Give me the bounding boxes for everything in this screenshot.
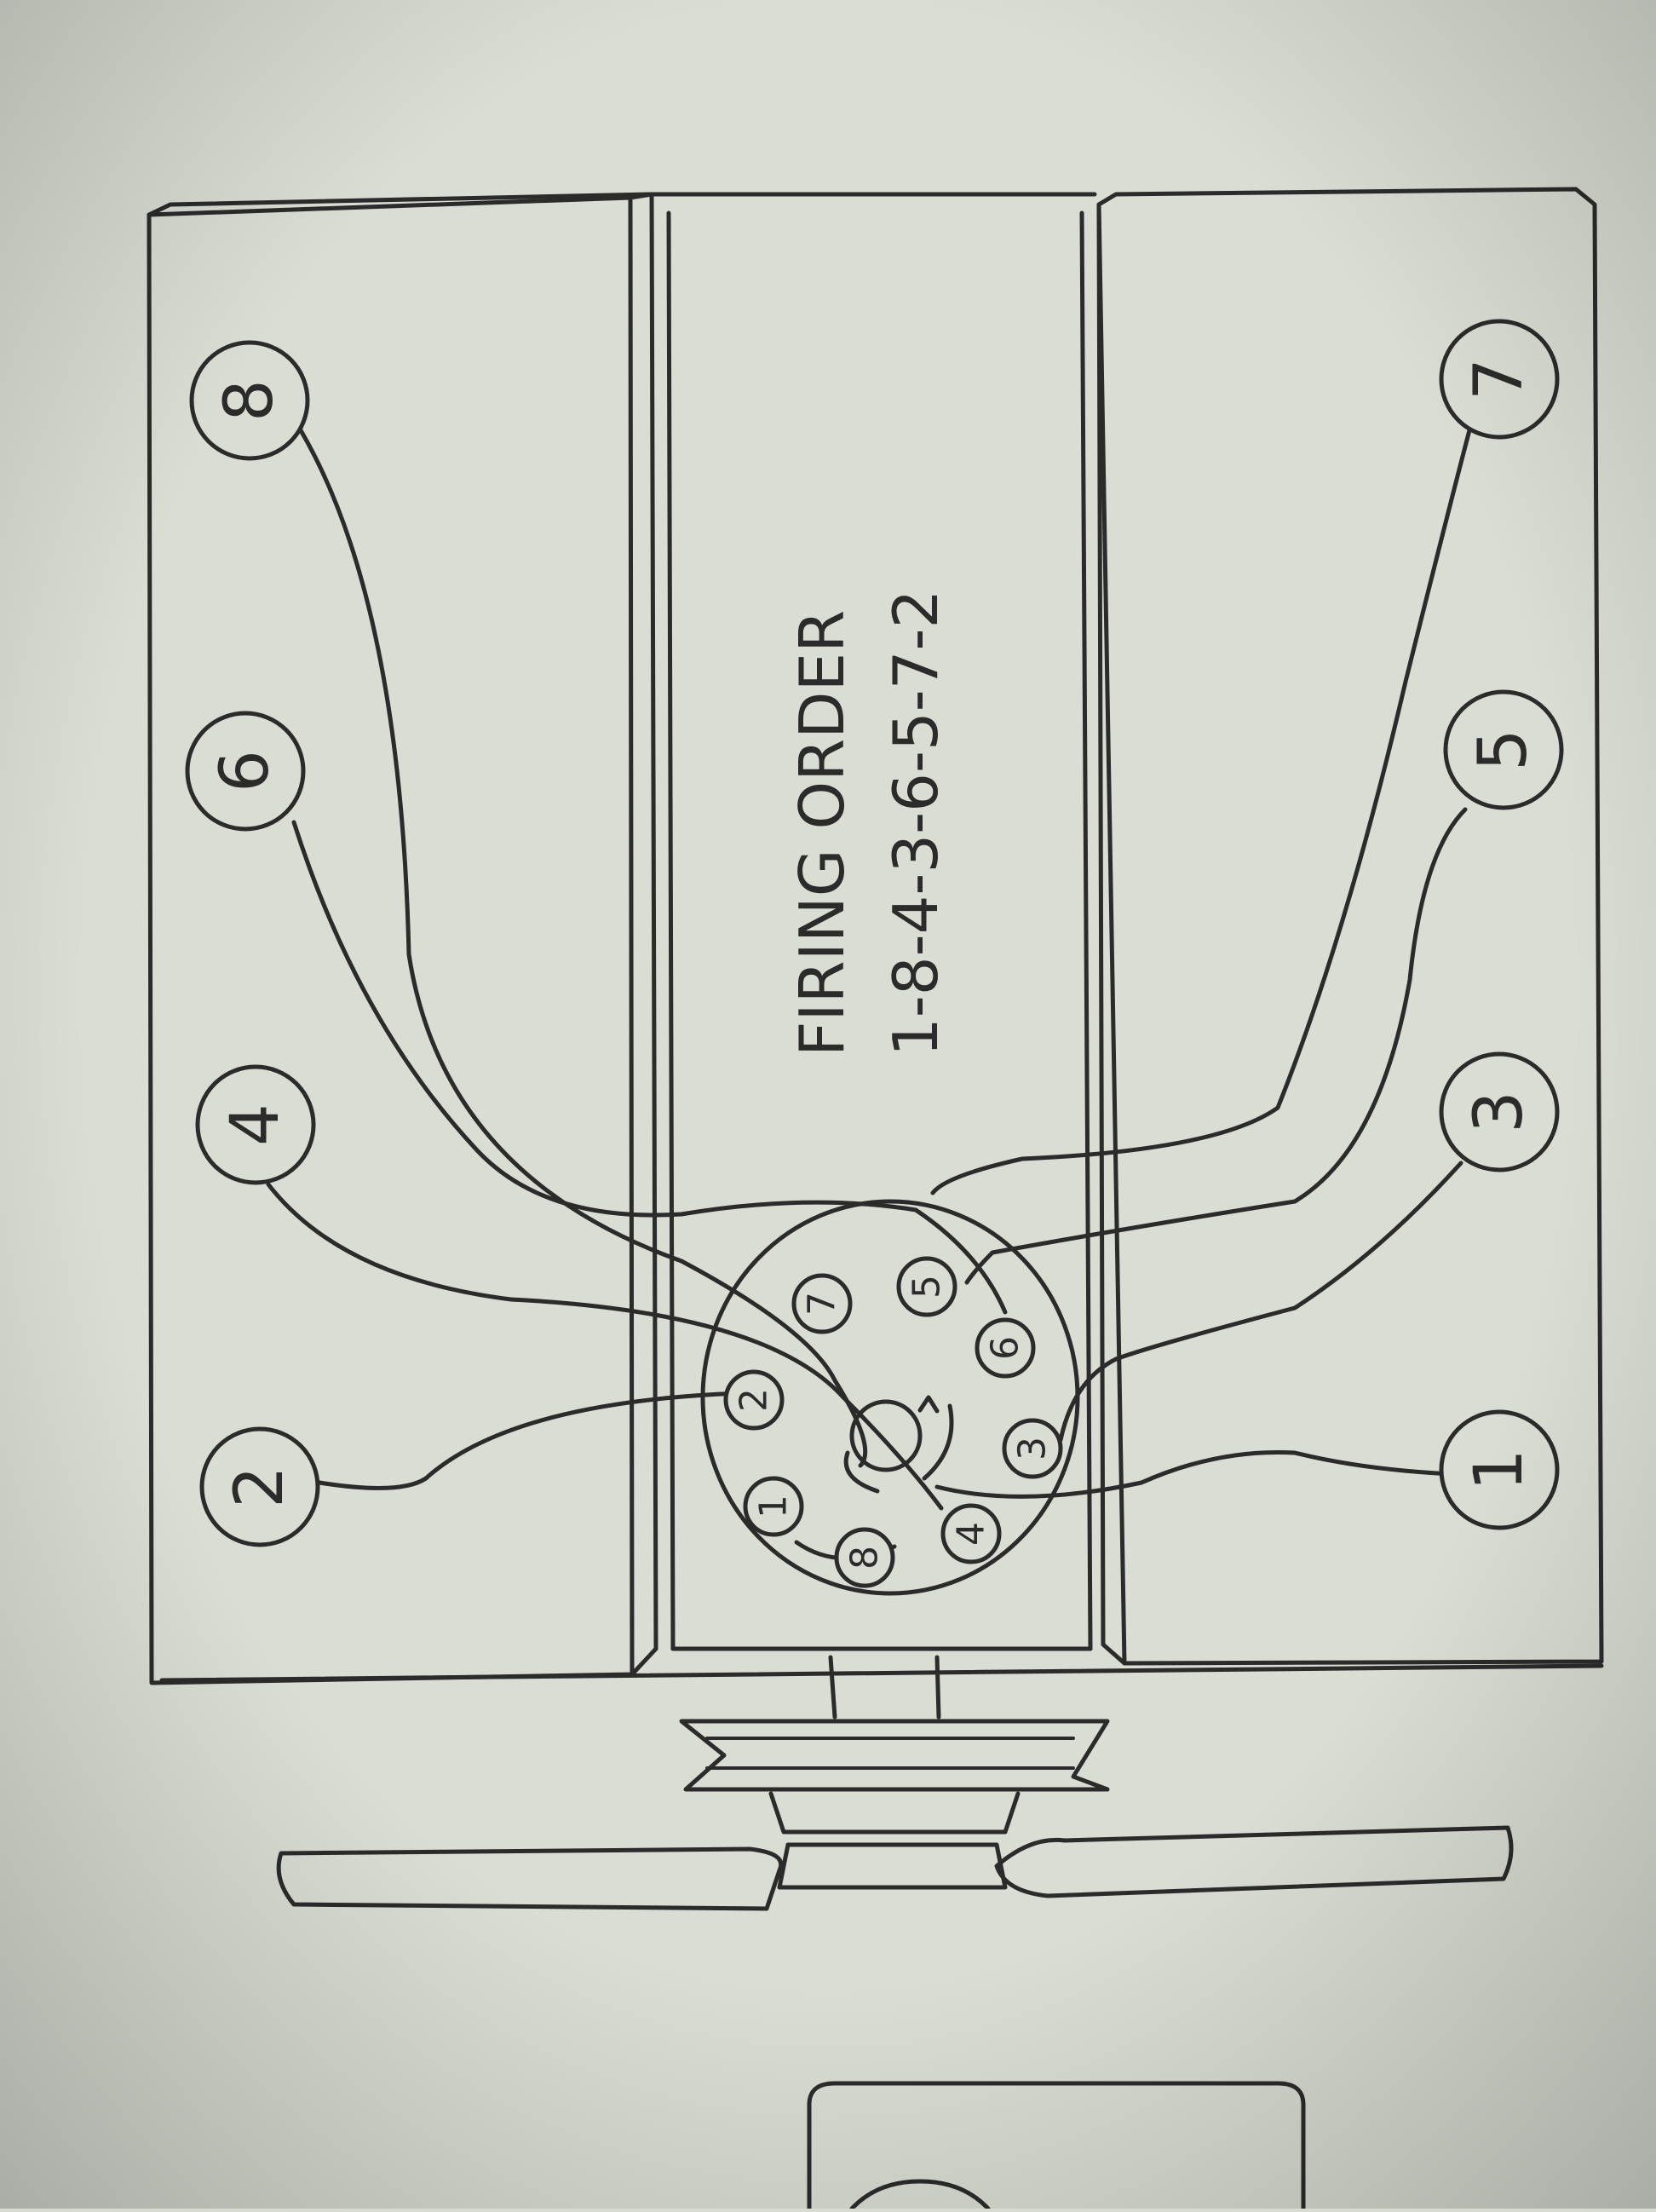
svg-text:8: 8 (843, 1546, 887, 1570)
svg-text:7: 7 (1461, 358, 1538, 400)
cylinder-3: 3 (1439, 1051, 1560, 1172)
svg-text:8: 8 (211, 379, 288, 422)
distributor-terminal-6: 6 (975, 1317, 1036, 1379)
cylinder-4: 4 (195, 1064, 316, 1185)
svg-text:4: 4 (950, 1522, 993, 1546)
svg-text:6: 6 (207, 750, 284, 792)
distributor-terminal-8: 8 (834, 1527, 895, 1588)
cylinder-7: 7 (1439, 319, 1560, 440)
distributor-terminal-7: 7 (791, 1273, 853, 1334)
svg-text:1: 1 (1461, 1449, 1538, 1491)
firing-order-title: FIRING ORDER (786, 610, 858, 1057)
cylinder-5: 5 (1443, 689, 1564, 810)
svg-text:2: 2 (221, 1466, 298, 1508)
svg-text:3: 3 (1011, 1437, 1055, 1460)
distributor-terminal-2: 2 (723, 1369, 785, 1431)
svg-text:1: 1 (752, 1495, 796, 1518)
distributor-terminal-3: 3 (1002, 1418, 1063, 1479)
svg-text:3: 3 (1461, 1091, 1538, 1133)
distributor-terminal-1: 1 (743, 1476, 804, 1537)
cylinder-1: 1 (1439, 1409, 1560, 1530)
cylinder-6: 6 (185, 711, 306, 832)
svg-text:4: 4 (217, 1103, 294, 1146)
distributor-terminal-4: 4 (940, 1503, 1002, 1564)
cylinder-8: 8 (189, 340, 310, 461)
svg-text:2: 2 (733, 1388, 776, 1412)
cylinder-2: 2 (199, 1426, 320, 1547)
svg-text:5: 5 (906, 1275, 949, 1299)
svg-text:7: 7 (801, 1292, 844, 1316)
distributor-terminal-5: 5 (896, 1256, 957, 1317)
svg-text:5: 5 (1465, 729, 1542, 771)
svg-text:6: 6 (984, 1336, 1027, 1360)
firing-order-sequence: 1-8-4-3-6-5-7-2 (880, 590, 952, 1057)
